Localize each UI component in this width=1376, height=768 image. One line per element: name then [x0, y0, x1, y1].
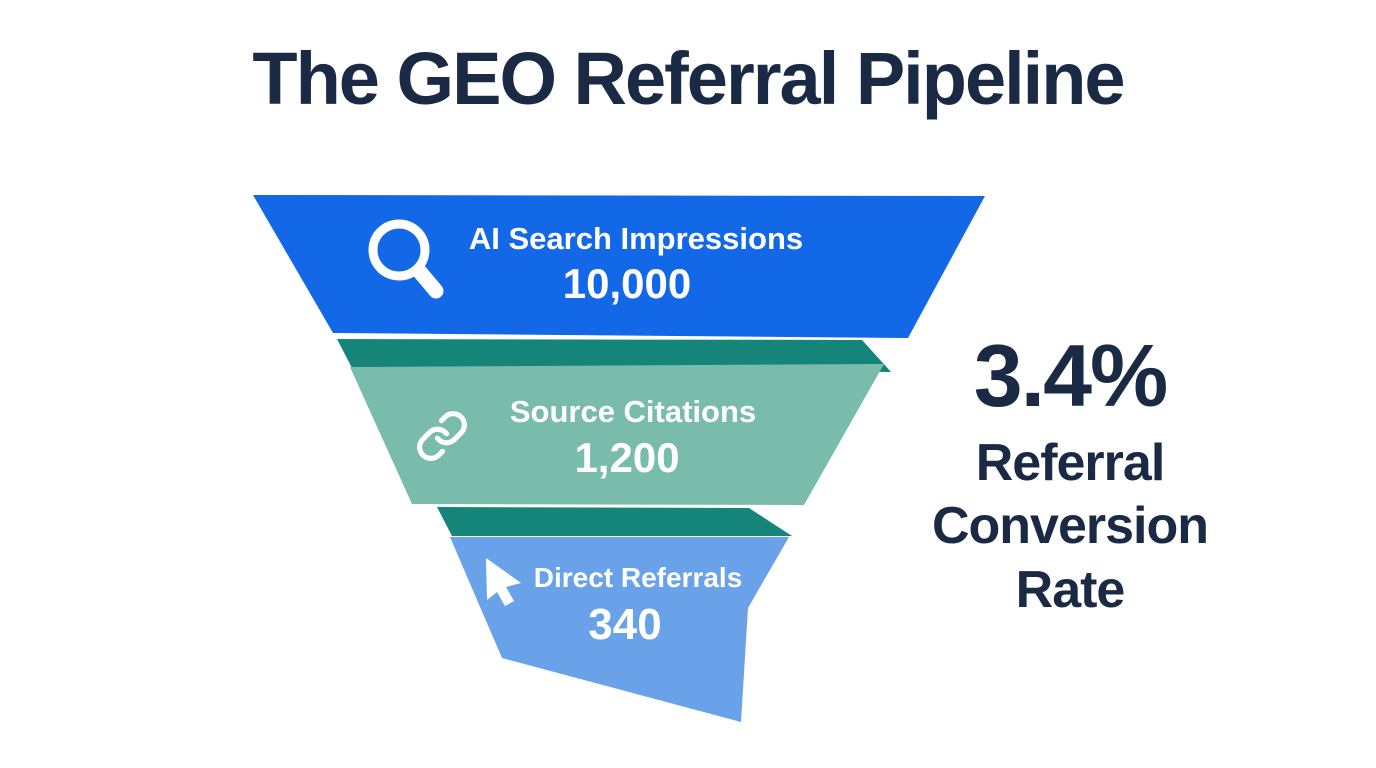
conversion-rate-stat: 3.4% Referral Conversion Rate	[898, 332, 1242, 622]
stage-2-label: Source Citations	[509, 394, 757, 429]
page-title: The GEO Referral Pipeline	[252, 37, 1125, 120]
chain-link-icon	[417, 411, 467, 461]
stage-1-label: AI Search Impressions	[468, 221, 804, 256]
funnel-stage-2-shape	[350, 364, 884, 505]
funnel-stage-3-shape	[450, 537, 789, 722]
magnifying-glass-icon	[368, 219, 444, 299]
stage-3-label: Direct Referrals	[533, 562, 743, 593]
conversion-rate-value: 3.4%	[973, 326, 1169, 425]
funnel-connector-band-2	[437, 507, 792, 536]
funnel-stage-1-shape	[253, 195, 985, 338]
mouse-cursor-icon	[486, 558, 521, 606]
stage-1-value: 10,000	[562, 260, 692, 307]
stage-3-value: 340	[588, 600, 662, 649]
funnel-connector-band-1	[337, 339, 891, 372]
stage-2-value: 1,200	[574, 434, 680, 481]
conversion-rate-label: Referral Conversion Rate	[931, 434, 1209, 619]
